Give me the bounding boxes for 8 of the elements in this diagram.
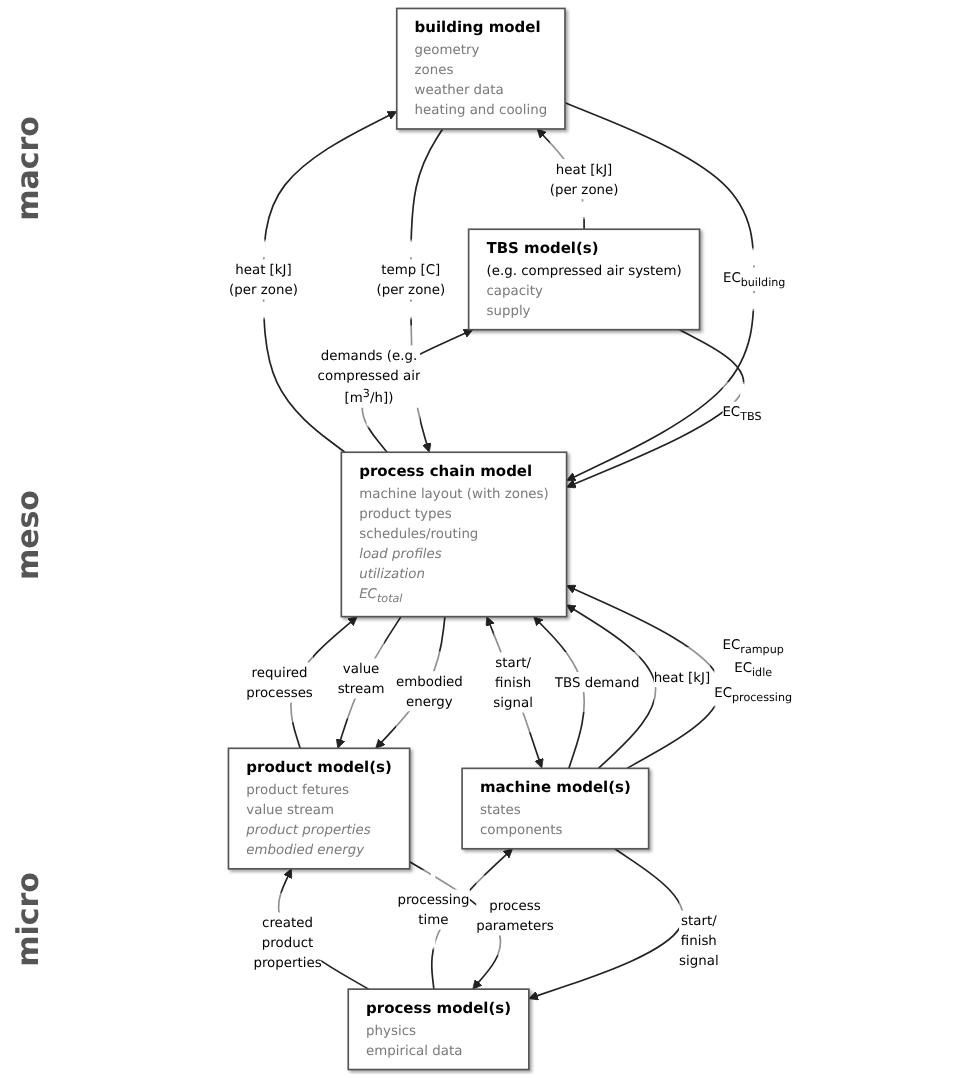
level-label: micro — [10, 871, 46, 967]
level-label: meso — [10, 489, 46, 580]
arrow — [529, 847, 685, 1001]
level-label: macro — [10, 116, 46, 222]
arrow — [564, 101, 756, 482]
arrow — [486, 616, 545, 769]
arrow — [566, 328, 746, 489]
arrow — [566, 604, 658, 770]
